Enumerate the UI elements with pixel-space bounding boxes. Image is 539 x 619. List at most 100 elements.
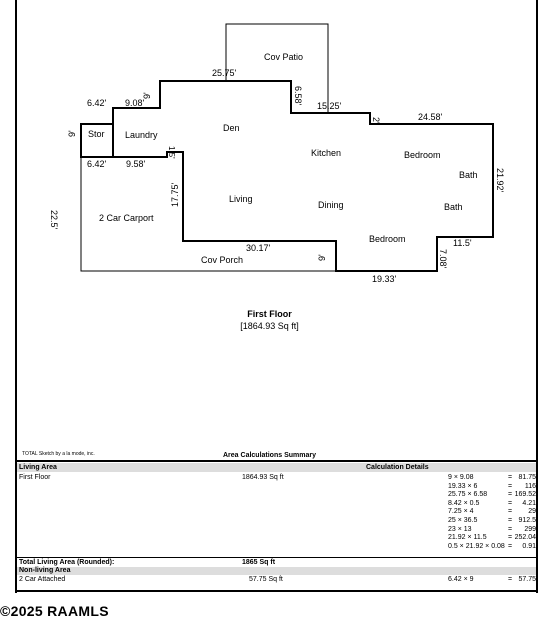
calc-value: 252.04	[514, 534, 536, 542]
floor-area: [1864.93 Sq ft]	[240, 321, 299, 331]
room-cov-porch: Cov Porch	[201, 255, 243, 265]
total-living-row: Total Living Area (Rounded): 1865 Sq ft	[17, 558, 536, 567]
room-cov-patio: Cov Patio	[264, 52, 303, 62]
dim-9-58: 9.58'	[126, 159, 146, 169]
calc-line: 25 × 36.5 = 912.5	[448, 517, 536, 526]
calc-line: 21.92 × 11.5 =252.04	[448, 534, 536, 543]
dim-19-33: 19.33'	[372, 274, 397, 284]
calc-formula: 9 × 9.08	[448, 474, 474, 481]
row-carport-area: 57.75 Sq ft	[249, 576, 283, 583]
calc-line: 23 × 13 = 299	[448, 526, 536, 535]
calc-value: 912.5	[518, 517, 536, 524]
row-first-floor-area: 1864.93 Sq ft	[242, 474, 284, 481]
calc-value: 81.75	[518, 474, 536, 481]
summary-title: Area Calculations Summary	[223, 452, 316, 459]
dim-6-58: 6.58'	[293, 86, 303, 106]
dim-6-42-top: 6.42'	[87, 98, 107, 108]
room-bath-2: Bath	[444, 202, 463, 212]
copyright-watermark: ©2025 RAAMLS	[0, 603, 109, 619]
house-outline	[112, 80, 494, 272]
calc-equals: =	[508, 542, 513, 550]
calc-equals: =	[508, 482, 513, 490]
room-kitchen: Kitchen	[311, 148, 341, 158]
dim-7-08: 7.08'	[438, 249, 448, 269]
calc-equals: =	[508, 499, 513, 507]
room-bath-1: Bath	[459, 170, 478, 180]
calc-formula: 8.42 × 0.5	[448, 499, 480, 507]
room-carport: 2 Car Carport	[99, 213, 154, 223]
room-laundry: Laundry	[125, 130, 158, 140]
nonliving-label: Non-living Area	[19, 567, 71, 574]
calc-equals: =	[508, 508, 513, 516]
calc-line: 19.33 × 6 = 116	[448, 483, 536, 492]
frame-bottom-border	[15, 590, 538, 592]
calc-value: 299	[524, 525, 536, 533]
dim-11-5: 11.5'	[453, 238, 472, 248]
calc-formula: 21.92 × 11.5	[448, 534, 487, 542]
dim-17-75: 17.75'	[170, 182, 180, 207]
calc-equals: =	[508, 576, 513, 583]
calc-line: 8.42 × 0.5 = 4.21	[448, 500, 536, 509]
calc-equals: =	[508, 491, 513, 499]
calc-line: 0.5 × 21.92 × 0.08= 0.91	[448, 543, 536, 552]
frame-left-border	[15, 0, 17, 593]
calc-line: 7.25 × 4 = 29	[448, 508, 536, 517]
dim-2: 2'	[371, 117, 381, 124]
calc-formula: 6.42 × 9	[448, 576, 474, 583]
calc-equals: =	[508, 534, 513, 542]
calc-formula: 7.25 × 4	[448, 508, 474, 516]
summary-header-row: Living Area Calculation Details	[17, 463, 536, 472]
total-living-value: 1865 Sq ft	[242, 559, 276, 566]
room-stor: Stor	[88, 129, 105, 139]
dim-6-42-bottom: 6.42'	[87, 159, 107, 169]
header-living-area: Living Area	[19, 464, 57, 471]
room-dining: Dining	[318, 200, 344, 210]
dim-9-left: 9'	[67, 130, 77, 137]
row-first-floor-label: First Floor	[19, 474, 51, 481]
frame-right-border	[536, 0, 538, 593]
calc-formula: 19.33 × 6	[448, 482, 478, 490]
calc-line-carport: 6.42 × 9 = 57.75	[448, 576, 536, 585]
dim-9-08: 9.08'	[125, 98, 145, 108]
dim-22-5: 22.5'	[49, 210, 59, 230]
dim-30-17: 30.17'	[246, 243, 271, 253]
dim-21-92: 21.92'	[495, 168, 505, 193]
calc-value: 29	[528, 508, 536, 516]
dim-9-porch: 9'	[317, 254, 327, 261]
calc-equals: =	[508, 474, 513, 481]
room-bedroom-1: Bedroom	[404, 150, 441, 160]
calc-line: 9 × 9.08 = 81.75	[448, 474, 536, 483]
total-living-label: Total Living Area (Rounded):	[19, 559, 115, 566]
row-carport-label: 2 Car Attached	[19, 576, 66, 583]
calc-value: 169.52	[514, 491, 536, 499]
header-calculation-details: Calculation Details	[366, 464, 429, 471]
patio-outline	[225, 23, 329, 113]
room-den: Den	[223, 123, 240, 133]
nonliving-header-row: Non-living Area	[17, 567, 536, 575]
calc-formula: 0.5 × 21.92 × 0.08	[448, 542, 505, 550]
dim-15-25: 15.25'	[317, 101, 342, 111]
room-living: Living	[229, 194, 253, 204]
dim-1-5: 1.5'	[167, 146, 176, 159]
calc-formula: 25 × 36.5	[448, 517, 478, 524]
summary-table-top-border	[15, 460, 538, 462]
calc-equals: =	[508, 517, 513, 524]
calc-formula: 23 × 13	[448, 525, 472, 533]
floor-plan: Cov Patio Den Stor Laundry Kitchen Bedro…	[49, 23, 505, 284]
calc-value: 0.91	[522, 542, 536, 550]
calc-line: 25.75 × 6.58 =169.52	[448, 491, 536, 500]
carport-outline	[80, 157, 336, 272]
calc-value: 116	[524, 482, 536, 490]
sketch-credit: TOTAL Sketch by a la mode, inc.	[22, 451, 95, 457]
dim-9-top: 9'	[142, 92, 152, 99]
calc-formula: 25.75 × 6.58	[448, 491, 488, 499]
dim-24-58: 24.58'	[418, 112, 443, 122]
calc-value: 4.21	[522, 499, 536, 507]
total-separator	[17, 557, 536, 558]
dim-25-75: 25.75'	[212, 68, 237, 78]
room-bedroom-2: Bedroom	[369, 234, 406, 244]
stor-outline	[80, 123, 113, 158]
calc-value: 57.75	[518, 576, 536, 583]
floor-title: First Floor	[247, 309, 292, 319]
calc-equals: =	[508, 525, 513, 533]
